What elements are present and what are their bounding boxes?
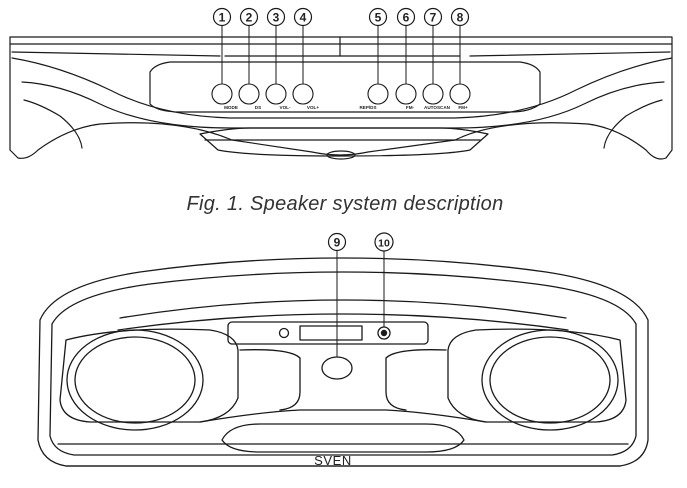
left-speaker-cone [66,329,204,431]
top-view-drawing [9,36,673,160]
front-view-callouts: 9 10 [327,232,394,252]
brand-logo-text: SVEN [314,453,352,468]
front-view-leader-lines [336,251,385,357]
callout-4: 4 [293,7,313,27]
callout-3: 3 [266,7,286,27]
svg-text:10: 10 [378,238,390,250]
button-label-ds: DS [255,105,261,110]
front-view-drawing [37,257,649,467]
ir-sensor [278,327,290,339]
top-view-buttons [211,83,471,105]
top-view-leader-lines [221,26,461,84]
top-view-outline [9,36,673,160]
button-label-fm-plus: FM+ [458,105,468,110]
button-8-fm-plus [449,83,471,105]
top-view-callouts: 1 2 3 4 5 6 7 8 [212,7,470,27]
callout-10: 10 [374,232,394,252]
button-5-rep-ds [367,83,389,105]
button-label-autoscan: AUTOSCAN [424,105,451,110]
button-label-vol-plus: VOL+ [307,105,319,110]
button-label-vol-minus: VOL- [280,105,291,110]
display-window [299,325,363,341]
button-4-vol-plus [292,83,314,105]
aux-jack [377,326,391,340]
callout-7: 7 [423,7,443,27]
right-speaker-cone [481,329,619,431]
svg-text:1: 1 [219,11,226,25]
button-6-fm-minus [395,83,417,105]
svg-text:7: 7 [430,11,437,25]
button-label-mode: MODE [224,105,238,110]
button-7-autoscan [422,83,444,105]
svg-text:9: 9 [334,236,341,250]
callout-2: 2 [239,7,259,27]
front-view-outline [37,257,649,467]
button-label-rep-ds: REP/DS [359,105,376,110]
figure-1-caption: Fig. 1. Speaker system description [187,193,504,215]
svg-text:6: 6 [403,11,410,25]
top-view-button-labels: MODE DS VOL- VOL+ REP/DS FM- AUTOSCAN FM… [224,105,468,110]
button-2-ds [238,83,260,105]
svg-text:4: 4 [300,11,307,25]
callout-9: 9 [327,232,347,252]
svg-text:8: 8 [457,11,464,25]
svg-text:3: 3 [273,11,280,25]
callout-8: 8 [450,7,470,27]
callout-6: 6 [396,7,416,27]
front-handle [221,423,465,453]
callout-5: 5 [368,7,388,27]
svg-text:5: 5 [375,11,382,25]
center-tweeter [321,356,353,380]
button-label-fm-minus: FM- [406,105,415,110]
button-1-mode [211,83,233,105]
callout-1: 1 [212,7,232,27]
button-3-vol-minus [265,83,287,105]
svg-text:2: 2 [246,11,253,25]
